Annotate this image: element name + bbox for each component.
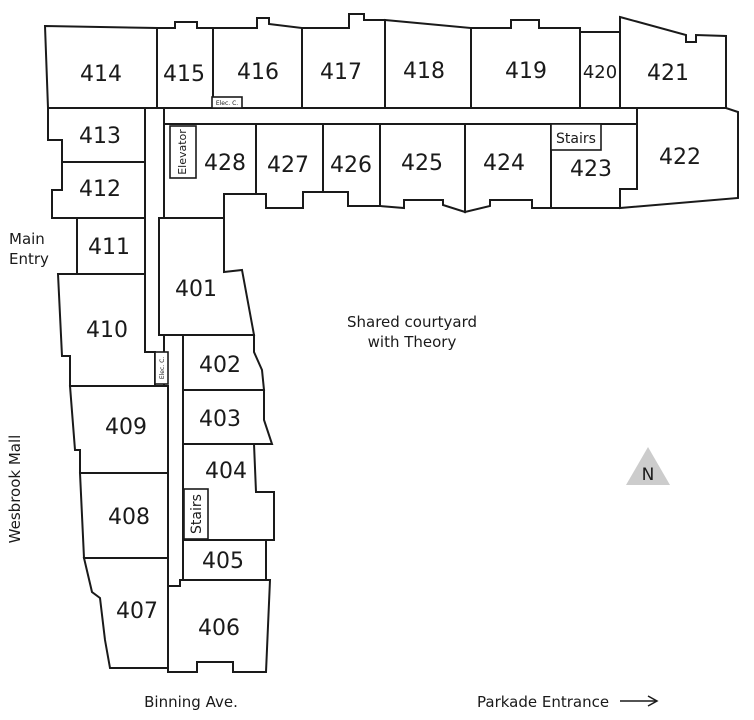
- unit-407[interactable]: [82, 557, 169, 669]
- unit-label-411: 411: [88, 235, 130, 260]
- elevator-label: Elevator: [176, 129, 189, 175]
- unit-label-420: 420: [583, 62, 617, 83]
- unit-label-425: 425: [401, 151, 443, 176]
- unit-403[interactable]: [182, 389, 274, 445]
- elec-closet-label-top: Elec. C.: [216, 100, 238, 107]
- stairs-box-bottom: [183, 488, 209, 540]
- unit-label-423: 423: [570, 157, 612, 182]
- stairs-label-top: Stairs: [556, 131, 596, 147]
- unit-label-405: 405: [202, 549, 244, 574]
- unit-419[interactable]: [470, 19, 581, 109]
- unit-label-413: 413: [79, 124, 121, 149]
- arrow-right-icon: [620, 695, 659, 707]
- unit-label-418: 418: [403, 59, 445, 84]
- unit-label-401: 401: [175, 277, 217, 302]
- unit-label-408: 408: [108, 505, 150, 530]
- unit-label-428: 428: [204, 151, 246, 176]
- unit-label-419: 419: [505, 59, 547, 84]
- courtyard-label-line2: with Theory: [368, 333, 457, 351]
- unit-412[interactable]: [51, 161, 146, 219]
- parkade-entrance-label: Parkade Entrance: [477, 693, 609, 711]
- unit-label-417: 417: [320, 60, 362, 85]
- north-arrow-icon: [626, 447, 670, 485]
- unit-label-421: 421: [647, 61, 689, 86]
- unit-415[interactable]: [156, 21, 214, 109]
- unit-417[interactable]: [301, 13, 386, 109]
- unit-label-416: 416: [237, 60, 279, 85]
- elec-closet-top: [211, 96, 243, 109]
- unit-label-406: 406: [198, 616, 240, 641]
- unit-401[interactable]: [158, 217, 256, 336]
- unit-405[interactable]: [182, 539, 267, 581]
- elevator-box: [169, 125, 197, 179]
- elec-closet-label-left: Elec. C.: [159, 357, 166, 379]
- unit-label-403: 403: [199, 407, 241, 432]
- unit-label-410: 410: [86, 318, 128, 343]
- unit-label-402: 402: [199, 353, 241, 378]
- unit-406[interactable]: [167, 579, 272, 673]
- unit-label-427: 427: [267, 153, 309, 178]
- unit-label-414: 414: [80, 62, 122, 87]
- north-label: N: [642, 465, 655, 485]
- main-entry-label-line1: Main: [9, 230, 45, 248]
- unit-label-422: 422: [659, 145, 701, 170]
- wesbrook-mall-label: Wesbrook Mall: [6, 435, 24, 544]
- unit-label-409: 409: [105, 415, 147, 440]
- main-entry-label-line2: Entry: [9, 250, 49, 268]
- unit-label-404: 404: [205, 459, 247, 484]
- unit-label-412: 412: [79, 177, 121, 202]
- unit-label-415: 415: [163, 62, 205, 87]
- stairs-label-bottom: Stairs: [189, 494, 205, 534]
- unit-label-407: 407: [116, 599, 158, 624]
- unit-label-424: 424: [483, 151, 525, 176]
- elec-closet-left: [154, 351, 169, 385]
- binning-ave-label: Binning Ave.: [144, 693, 238, 711]
- unit-label-426: 426: [330, 153, 372, 178]
- courtyard-label-line1: Shared courtyard: [347, 313, 477, 331]
- stairs-box-top: [550, 123, 602, 151]
